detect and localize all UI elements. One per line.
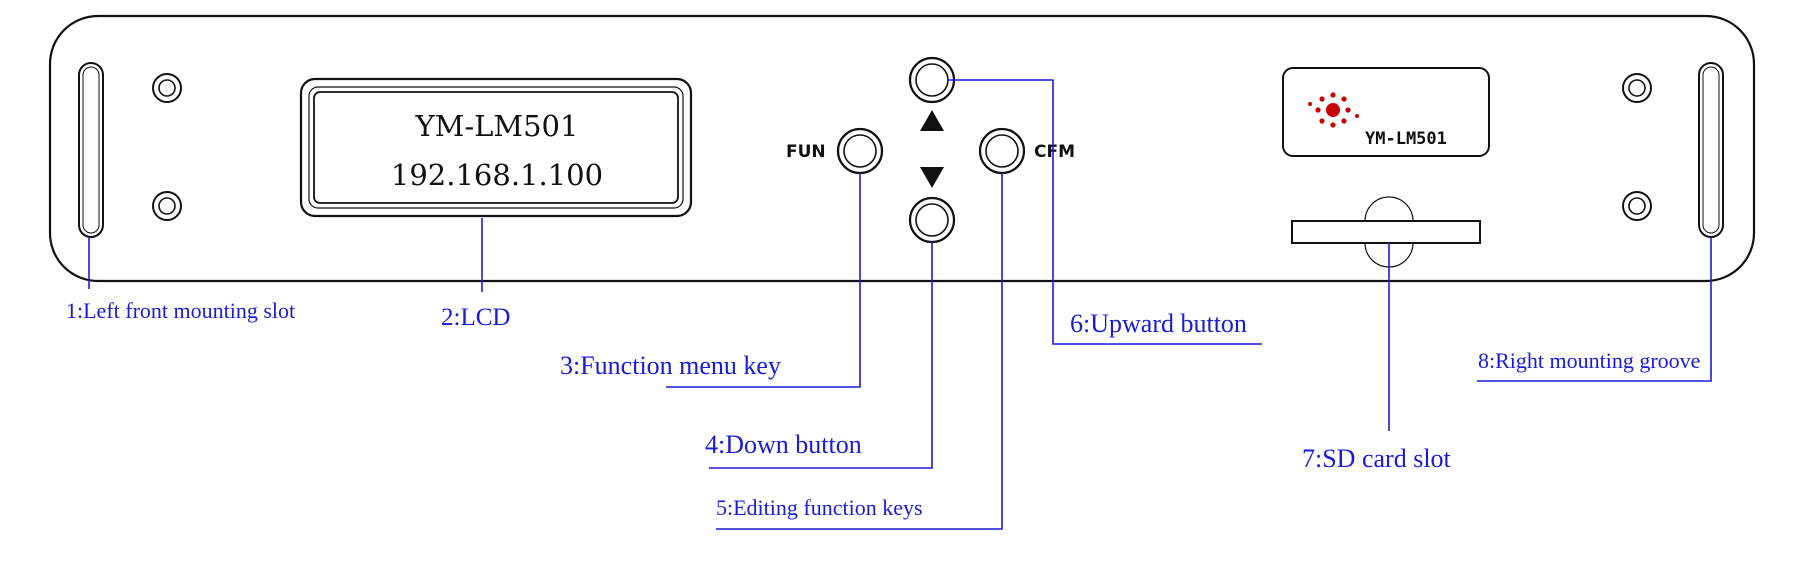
fun-button[interactable] bbox=[836, 127, 884, 175]
screw-bottom-right bbox=[1622, 191, 1652, 221]
leader-6 bbox=[948, 79, 1262, 345]
leader-4 bbox=[709, 242, 933, 469]
leader-8 bbox=[1477, 237, 1712, 382]
left-mounting-slot-inner bbox=[82, 66, 100, 234]
callout-4: 4:Down button bbox=[705, 430, 862, 459]
screw-bottom-left bbox=[152, 191, 182, 221]
callout-6: 6:Upward button bbox=[1070, 309, 1247, 338]
up-button[interactable] bbox=[908, 56, 956, 104]
cfm-button[interactable] bbox=[978, 127, 1026, 175]
leader-5 bbox=[716, 173, 1003, 530]
leader-3 bbox=[666, 173, 861, 388]
right-mounting-groove-inner bbox=[1702, 66, 1720, 234]
brand-text: YM-LM501 bbox=[1365, 129, 1447, 149]
screw-top-left bbox=[152, 73, 182, 103]
lcd-line-2: 192.168.1.100 bbox=[391, 158, 603, 192]
down-button[interactable] bbox=[908, 196, 956, 244]
cfm-label: CFM bbox=[1034, 142, 1075, 162]
brand-plate: YM-LM501 bbox=[1282, 67, 1490, 157]
callout-5: 5:Editing function keys bbox=[716, 495, 923, 520]
sd-card-slot bbox=[1291, 196, 1481, 268]
screw-top-right bbox=[1622, 73, 1652, 103]
leader-lines bbox=[88, 79, 1712, 530]
callout-3: 3:Function menu key bbox=[560, 351, 781, 380]
left-mounting-slot bbox=[78, 62, 104, 238]
callout-1: 1:Left front mounting slot bbox=[66, 298, 295, 323]
triangle-down-icon bbox=[920, 167, 944, 188]
callout-2: 2:LCD bbox=[441, 304, 510, 331]
lcd-line-1: YM-LM501 bbox=[415, 109, 579, 143]
lcd-display: YM-LM501 192.168.1.100 bbox=[299, 77, 693, 218]
triangle-up-icon bbox=[920, 110, 944, 131]
fun-label: FUN bbox=[786, 142, 826, 162]
callout-8: 8:Right mounting groove bbox=[1478, 348, 1700, 373]
starburst-logo-icon bbox=[1308, 92, 1359, 128]
callout-7: 7:SD card slot bbox=[1302, 444, 1452, 473]
